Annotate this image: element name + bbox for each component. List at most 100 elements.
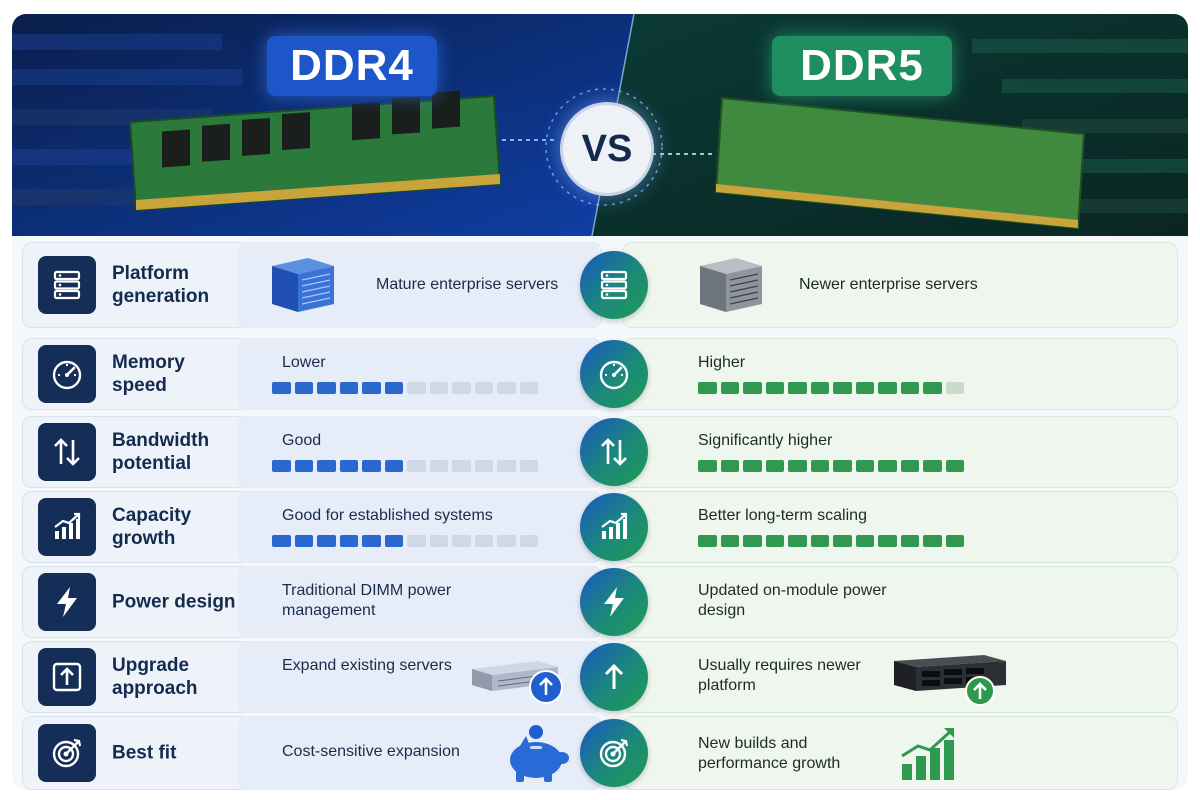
level-segment: [407, 382, 426, 394]
upgrade-arrow-icon: [38, 648, 96, 706]
level-segment: [788, 382, 807, 394]
ddr4-level-bar: [272, 535, 538, 547]
speedometer-icon: [580, 340, 648, 408]
ddr4-value: Mature enterprise servers: [376, 276, 559, 293]
upgrade-arrow-icon: [580, 643, 648, 711]
table-row: Upgrade approach Expand existing servers…: [22, 641, 1178, 713]
level-segment: [698, 535, 717, 547]
table-row: Memory speed Lower Higher: [22, 338, 1178, 410]
level-segment: [519, 382, 538, 394]
server-rack-icon: [38, 256, 96, 314]
level-segment: [720, 460, 739, 472]
level-segment: [474, 535, 493, 547]
level-segment: [272, 535, 291, 547]
comparison-infographic: DDR4 DDR5 VS Platform generation: [12, 14, 1188, 790]
level-segment: [945, 460, 964, 472]
level-segment: [474, 382, 493, 394]
ddr4-value: Lower: [282, 354, 326, 371]
level-segment: [317, 460, 336, 472]
table-row: Platform generation Mature enterprise se…: [22, 242, 1178, 328]
level-segment: [923, 460, 942, 472]
ddr4-value: Good: [282, 432, 322, 449]
row-label: Capacity growth: [112, 505, 192, 549]
level-segment: [384, 460, 403, 472]
level-segment: [452, 460, 471, 472]
level-segment: [833, 460, 852, 472]
ddr5-level-bar: [698, 535, 964, 547]
level-segment: [384, 535, 403, 547]
level-segment: [923, 382, 942, 394]
row-label: Memory speed: [112, 352, 185, 396]
ddr4-value: Good for established systems: [282, 507, 493, 524]
level-segment: [272, 460, 291, 472]
level-segment: [339, 535, 358, 547]
level-segment: [497, 535, 516, 547]
server-rack-icon: [580, 251, 648, 319]
level-segment: [855, 382, 874, 394]
level-segment: [878, 460, 897, 472]
level-segment: [339, 460, 358, 472]
hero-banner: DDR4 DDR5 VS: [12, 14, 1188, 236]
level-segment: [810, 535, 829, 547]
up-down-arrows-icon: [38, 423, 96, 481]
level-segment: [923, 535, 942, 547]
level-segment: [698, 382, 717, 394]
ddr5-value: Usually requires newer platform: [698, 657, 861, 694]
level-segment: [743, 460, 762, 472]
level-segment: [945, 382, 964, 394]
ddr5-value: Better long-term scaling: [698, 507, 867, 524]
ddr4-level-bar: [272, 460, 538, 472]
level-segment: [384, 382, 403, 394]
row-label: Power design: [112, 591, 236, 613]
ddr5-value: Newer enterprise servers: [799, 276, 978, 293]
ddr5-module-illustration: [714, 96, 1086, 230]
level-segment: [294, 460, 313, 472]
piggy-bank-icon: [510, 725, 569, 782]
ddr5-value: Updated on-module power design: [698, 582, 887, 619]
level-segment: [900, 382, 919, 394]
row-label: Bandwidth potential: [112, 430, 210, 474]
level-segment: [362, 460, 381, 472]
level-segment: [519, 535, 538, 547]
level-segment: [362, 382, 381, 394]
ddr5-level-bar: [698, 460, 964, 472]
lightning-bolt-icon: [38, 573, 96, 631]
up-down-arrows-icon: [580, 418, 648, 486]
level-segment: [855, 535, 874, 547]
table-row: Bandwidth potential Good Significantly h…: [22, 416, 1178, 488]
ddr4-module-illustration: [128, 90, 502, 212]
level-segment: [810, 382, 829, 394]
level-segment: [519, 460, 538, 472]
row-label: Platform generation: [112, 263, 210, 307]
row-label: Best fit: [112, 742, 177, 764]
level-segment: [788, 460, 807, 472]
row-label: Upgrade approach: [112, 655, 198, 699]
ddr4-title: DDR4: [267, 36, 437, 96]
rack-server-upgrade-icon: [894, 655, 1006, 706]
level-segment: [429, 535, 448, 547]
level-segment: [720, 535, 739, 547]
lightning-bolt-icon: [580, 568, 648, 636]
growth-chart-icon: [580, 493, 648, 561]
level-segment: [452, 382, 471, 394]
level-segment: [407, 460, 426, 472]
growth-bars-icon: [901, 728, 954, 780]
level-segment: [429, 460, 448, 472]
level-segment: [743, 382, 762, 394]
level-segment: [497, 382, 516, 394]
target-icon: [38, 724, 96, 782]
level-segment: [407, 535, 426, 547]
level-segment: [878, 535, 897, 547]
vs-badge: VS: [560, 102, 654, 196]
ddr5-level-bar: [698, 382, 964, 394]
level-segment: [833, 535, 852, 547]
ddr4-value: Cost-sensitive expansion: [282, 743, 460, 760]
level-segment: [788, 535, 807, 547]
level-segment: [362, 535, 381, 547]
level-segment: [317, 382, 336, 394]
level-segment: [317, 535, 336, 547]
level-segment: [720, 382, 739, 394]
ddr5-value: Significantly higher: [698, 432, 833, 449]
ddr5-title: DDR5: [772, 36, 952, 96]
level-segment: [294, 535, 313, 547]
